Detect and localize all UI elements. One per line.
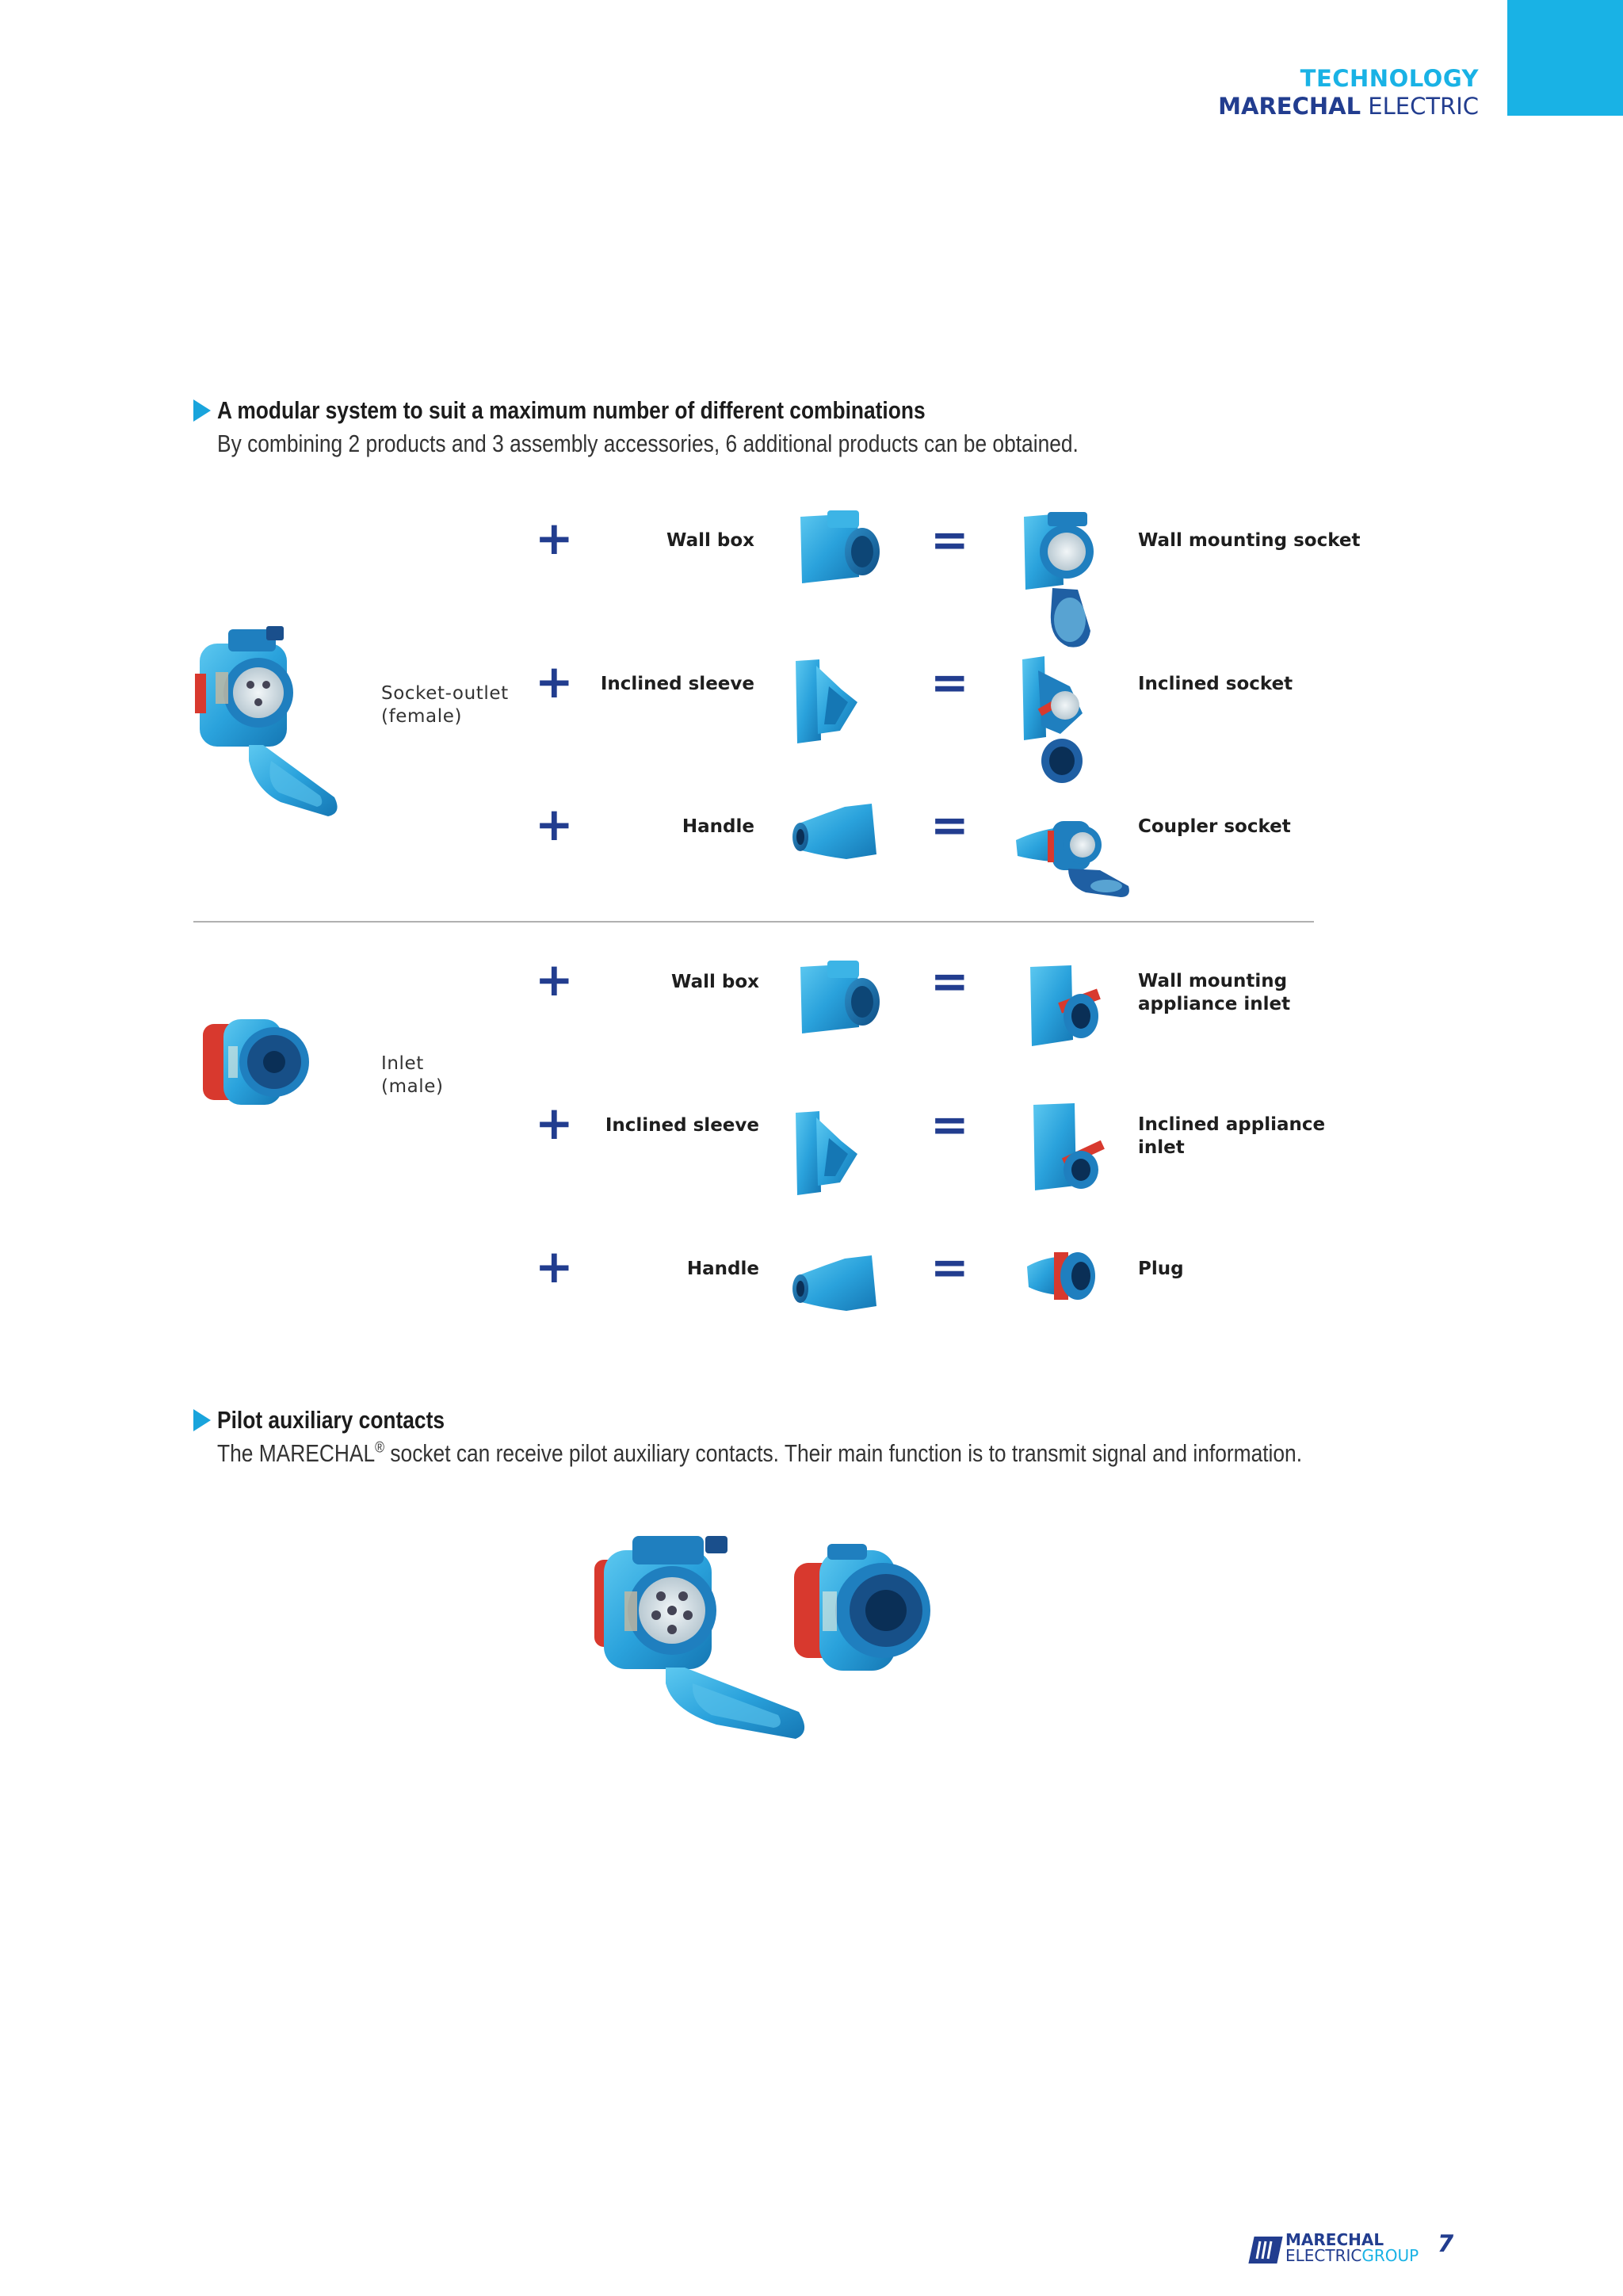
result-label-line1: Inclined appliance bbox=[1138, 1114, 1326, 1135]
handle-image bbox=[792, 1255, 876, 1311]
footer-logo-name: MARECHAL bbox=[1285, 2230, 1384, 2249]
section2-arrow-icon bbox=[193, 1409, 211, 1431]
plug-image bbox=[1027, 1252, 1095, 1300]
result-coupler-socket-label: Coupler socket bbox=[1138, 816, 1291, 839]
coupler-socket-image bbox=[1016, 821, 1129, 897]
result-wall-mounting-appliance-inlet-label: Wall mounting appliance inlet bbox=[1138, 970, 1290, 1016]
plus-operator: + bbox=[535, 655, 574, 709]
result-label-line1: Plug bbox=[1138, 1259, 1184, 1279]
socket-outlet-label-line1: Socket-outlet bbox=[381, 683, 509, 704]
equals-operator: = bbox=[930, 798, 969, 852]
wall-mounting-appliance-inlet-image bbox=[1030, 965, 1101, 1046]
inclined-sleeve-image bbox=[796, 1111, 857, 1195]
result-label-line1: Coupler socket bbox=[1138, 816, 1291, 837]
footer-logo-electric: ELECTRIC bbox=[1285, 2246, 1362, 2265]
section1-text: By combining 2 products and 3 assembly a… bbox=[217, 430, 1079, 457]
handle-image bbox=[792, 804, 876, 859]
accessory-handle-label: Handle bbox=[686, 1259, 759, 1279]
result-inclined-socket-label: Inclined socket bbox=[1138, 673, 1293, 696]
plus-operator: + bbox=[535, 1096, 574, 1150]
result-label-line2: inlet bbox=[1138, 1137, 1185, 1158]
header-section-title: TECHNOLOGY bbox=[1300, 65, 1479, 92]
group-divider bbox=[193, 921, 1314, 923]
pilot-socket-image bbox=[594, 1536, 805, 1739]
wall-box-image bbox=[800, 961, 880, 1033]
equals-operator: = bbox=[930, 1240, 969, 1294]
footer-logo-group: GROUP bbox=[1361, 2246, 1419, 2265]
plus-operator: + bbox=[535, 953, 574, 1007]
plus-operator: + bbox=[535, 511, 574, 565]
result-label-line1: Wall mounting socket bbox=[1138, 530, 1361, 551]
footer-logo-subname: ELECTRICGROUP bbox=[1285, 2248, 1419, 2264]
accessory-wall-box-label: Wall box bbox=[666, 530, 754, 551]
equals-operator: = bbox=[930, 655, 969, 709]
result-wall-mounting-socket-label: Wall mounting socket bbox=[1138, 529, 1360, 552]
wall-box-image bbox=[800, 510, 880, 583]
section2-title: Pilot auxiliary contacts bbox=[217, 1406, 445, 1434]
equals-operator: = bbox=[930, 513, 969, 567]
result-inclined-appliance-inlet-label: Inclined appliance inlet bbox=[1138, 1114, 1325, 1159]
accessory-wall-box-label: Wall box bbox=[671, 972, 759, 992]
section1-arrow-icon bbox=[193, 399, 211, 422]
inclined-sleeve-image bbox=[796, 659, 857, 743]
result-label-line2: appliance inlet bbox=[1138, 994, 1291, 1014]
page-number: 7 bbox=[1438, 2230, 1454, 2257]
result-label-line1: Wall mounting bbox=[1138, 971, 1288, 991]
header-corner-block bbox=[1507, 0, 1623, 116]
registered-mark: ® bbox=[375, 1439, 385, 1457]
header-brand-bold: MARECHAL bbox=[1218, 93, 1361, 120]
plus-operator: + bbox=[535, 1240, 574, 1293]
equals-operator: = bbox=[930, 1098, 969, 1152]
socket-outlet-label-line2: (female) bbox=[381, 706, 463, 727]
inclined-appliance-inlet-image bbox=[1033, 1103, 1105, 1190]
wall-mounting-socket-image bbox=[1024, 512, 1094, 648]
equals-operator: = bbox=[930, 954, 969, 1008]
section2-text-before: The MARECHAL bbox=[217, 1439, 376, 1467]
pilot-inlet-image bbox=[794, 1544, 930, 1671]
result-label-line1: Inclined socket bbox=[1138, 674, 1293, 694]
footer-logo-stripes-icon bbox=[1255, 2241, 1273, 2260]
section2-text: The MARECHAL® socket can receive pilot a… bbox=[217, 1439, 1302, 1468]
section1-title: A modular system to suit a maximum numbe… bbox=[217, 396, 926, 424]
socket-outlet-female-image bbox=[195, 626, 338, 816]
socket-outlet-label: Socket-outlet (female) bbox=[381, 682, 509, 728]
inlet-label-line1: Inlet bbox=[381, 1053, 424, 1074]
accessory-handle-label: Handle bbox=[682, 816, 754, 837]
inlet-label-line2: (male) bbox=[381, 1076, 444, 1097]
inlet-male-image bbox=[203, 1019, 309, 1105]
header-brand-light: ELECTRIC bbox=[1368, 93, 1479, 120]
inclined-socket-image bbox=[1022, 656, 1083, 783]
accessory-inclined-sleeve-label: Inclined sleeve bbox=[605, 1115, 759, 1136]
accessory-inclined-sleeve-label: Inclined sleeve bbox=[600, 674, 754, 694]
section2-text-after: socket can receive pilot auxiliary conta… bbox=[384, 1439, 1303, 1467]
plus-operator: + bbox=[535, 797, 574, 851]
inlet-label: Inlet (male) bbox=[381, 1052, 444, 1098]
header-brand: MARECHAL ELECTRIC bbox=[1218, 93, 1479, 120]
result-plug-label: Plug bbox=[1138, 1258, 1184, 1281]
